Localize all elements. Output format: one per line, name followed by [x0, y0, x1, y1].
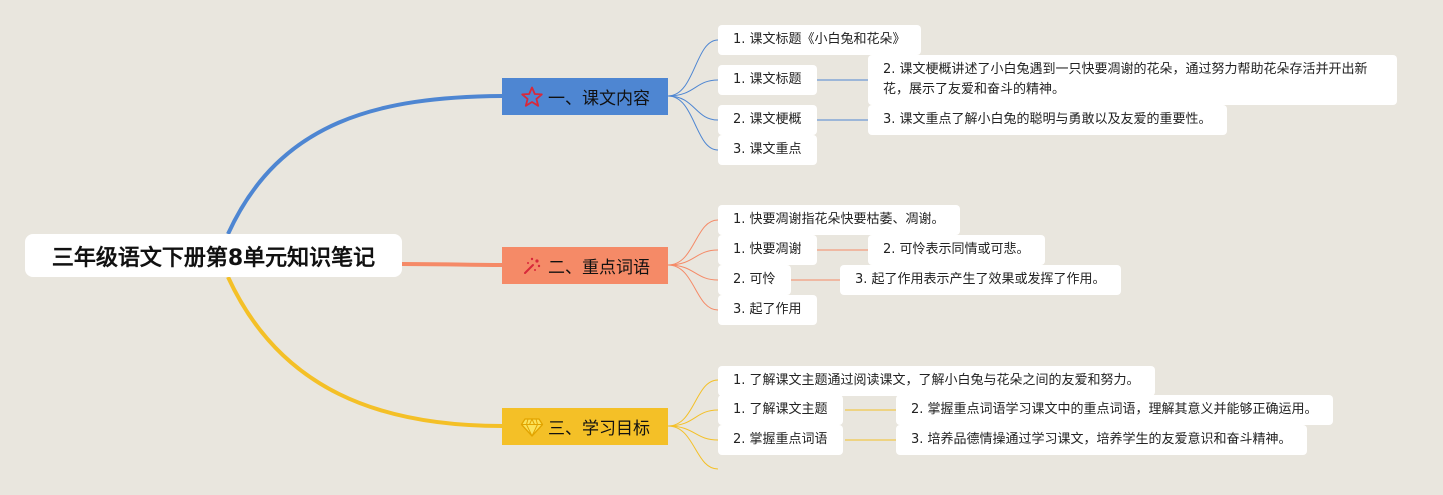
subtopic-1[interactable]: 1. 快要凋谢指花朵快要枯萎、凋谢。 [718, 205, 960, 235]
link-root-branch2 [401, 262, 503, 267]
detail-label: 3. 课文重点了解小白兔的聪明与勇敢以及友爱的重要性。 [883, 112, 1212, 127]
subtopic-3[interactable]: 2. 课文梗概 [718, 105, 817, 135]
root-topic-label: 三年级语文下册第8单元知识笔记 [51, 245, 376, 271]
subtopic-3[interactable]: 2. 可怜 [718, 265, 791, 295]
detail-label: 3. 培养品德情操通过学习课文，培养学生的友爱意识和奋斗精神。 [911, 432, 1292, 447]
link-root-branch3 [226, 276, 503, 428]
subtopic-2[interactable]: 1. 快要凋谢 [718, 235, 817, 265]
branch1-links [667, 39, 868, 151]
subtopic-1[interactable]: 1. 了解课文主题通过阅读课文，了解小白兔与花朵之间的友爱和努力。 [718, 366, 1155, 396]
detail-label: 2. 掌握重点词语学习课文中的重点词语，理解其意义并能够正确运用。 [911, 402, 1318, 417]
detail-topic[interactable]: 2. 可怜表示同情或可悲。 [868, 235, 1045, 265]
detail-topic[interactable]: 3. 课文重点了解小白兔的聪明与勇敢以及友爱的重要性。 [868, 105, 1227, 135]
detail-label: 2. 课文梗概讲述了小白兔遇到一只快要凋谢的花朵，通过努力帮助花朵存活并开出新花… [883, 62, 1368, 97]
subtopic-4[interactable]: 3. 起了作用 [718, 295, 817, 325]
sparkle-icon [524, 257, 541, 274]
detail-topic[interactable]: 3. 培养品德情操通过学习课文，培养学生的友爱意识和奋斗精神。 [896, 425, 1307, 455]
subtopic-2[interactable]: 1. 课文标题 [718, 65, 817, 95]
subtopic-label: 1. 了解课文主题 [733, 402, 828, 417]
branch-topic-label: 二、重点词语 [548, 258, 650, 278]
subtopic-3[interactable]: 2. 掌握重点词语 [718, 425, 843, 455]
detail-label: 2. 可怜表示同情或可悲。 [883, 242, 1030, 257]
subtopic-label: 3. 起了作用 [733, 302, 802, 317]
root-topic[interactable]: 三年级语文下册第8单元知识笔记 [25, 234, 402, 277]
star-icon [521, 86, 543, 107]
subtopic-1[interactable]: 1. 课文标题《小白兔和花朵》 [718, 25, 921, 55]
branch3-links [667, 379, 896, 470]
detail-topic[interactable]: 2. 课文梗概讲述了小白兔遇到一只快要凋谢的花朵，通过努力帮助花朵存活并开出新花… [868, 55, 1397, 105]
subtopic-label: 1. 快要凋谢指花朵快要枯萎、凋谢。 [733, 212, 945, 227]
branch-topic-key-words[interactable]: 二、重点词语 [502, 247, 668, 284]
detail-topic[interactable]: 2. 掌握重点词语学习课文中的重点词语，理解其意义并能够正确运用。 [896, 395, 1333, 425]
branch2-links [667, 219, 868, 311]
detail-topic[interactable]: 3. 起了作用表示产生了效果或发挥了作用。 [840, 265, 1121, 295]
subtopic-label: 1. 课文标题《小白兔和花朵》 [733, 32, 906, 47]
subtopic-label: 1. 了解课文主题通过阅读课文，了解小白兔与花朵之间的友爱和努力。 [733, 373, 1140, 388]
diamond-icon [520, 417, 544, 437]
link-root-branch1 [226, 94, 503, 235]
subtopic-label: 3. 课文重点 [733, 142, 802, 157]
branch-topic-label: 三、学习目标 [548, 419, 650, 439]
branch-topic-course-content[interactable]: 一、课文内容 [502, 78, 668, 115]
subtopic-label: 1. 快要凋谢 [733, 242, 802, 257]
subtopic-2[interactable]: 1. 了解课文主题 [718, 395, 843, 425]
subtopic-label: 2. 掌握重点词语 [733, 432, 828, 447]
subtopic-label: 2. 可怜 [733, 272, 776, 287]
subtopic-label: 1. 课文标题 [733, 72, 802, 87]
detail-label: 3. 起了作用表示产生了效果或发挥了作用。 [855, 272, 1106, 287]
branch-topic-label: 一、课文内容 [548, 89, 650, 109]
subtopic-label: 2. 课文梗概 [733, 112, 802, 127]
subtopic-4[interactable]: 3. 课文重点 [718, 135, 817, 165]
branch-topic-learning-goals[interactable]: 三、学习目标 [502, 408, 668, 445]
